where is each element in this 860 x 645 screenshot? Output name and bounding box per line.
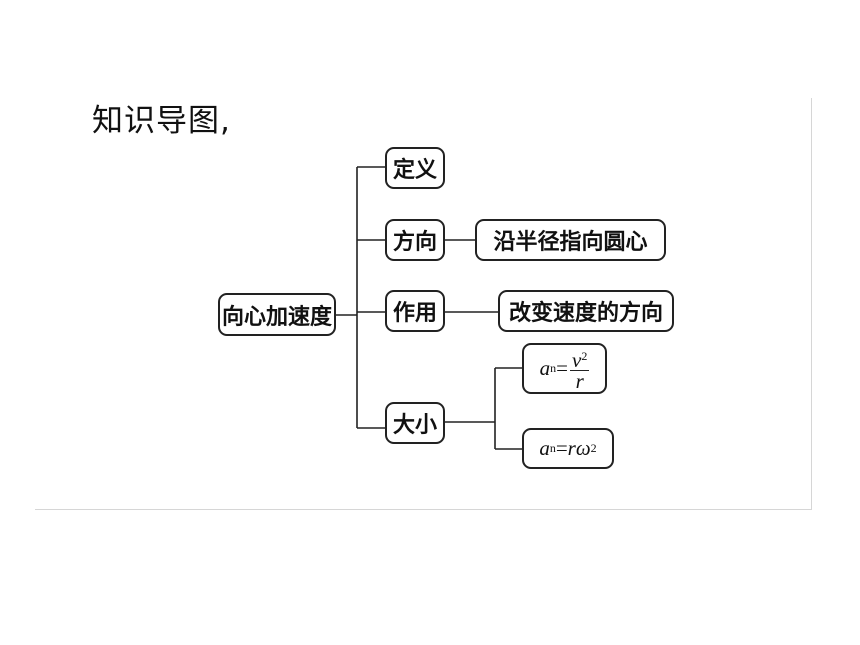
effect-detail: 改变速度的方向 bbox=[498, 290, 674, 332]
heading: 知识导图, bbox=[92, 103, 231, 139]
branch-magnitude: 大小 bbox=[385, 402, 445, 444]
frame-border-right bbox=[811, 98, 812, 510]
root-node: 向心加速度 bbox=[218, 293, 336, 336]
direction-detail: 沿半径指向圆心 bbox=[475, 219, 666, 261]
branch-definition: 定义 bbox=[385, 147, 445, 189]
frame-border-bottom bbox=[35, 509, 812, 510]
branch-direction: 方向 bbox=[385, 219, 445, 261]
branch-effect: 作用 bbox=[385, 290, 445, 332]
